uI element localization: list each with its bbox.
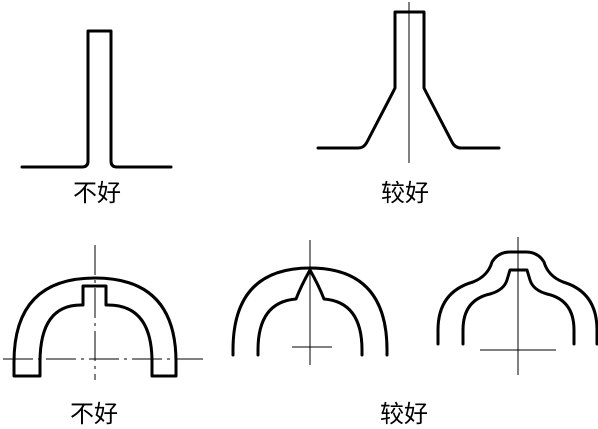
top-right-rib-diagram [316,2,501,163]
caption-bottom-right: 较好 [380,400,428,428]
top-left-rib-diagram [20,29,173,169]
caption-top-right: 较好 [381,179,429,207]
bottom-left-outline [12,276,178,378]
bottom-right-ring-diagram [436,237,598,375]
top-left-outline [20,29,173,169]
bottom-middle-ring-diagram [231,240,389,365]
caption-bottom-left: 不好 [70,400,118,428]
caption-top-left: 不好 [73,179,121,207]
bottom-left-ring-diagram [3,245,203,380]
